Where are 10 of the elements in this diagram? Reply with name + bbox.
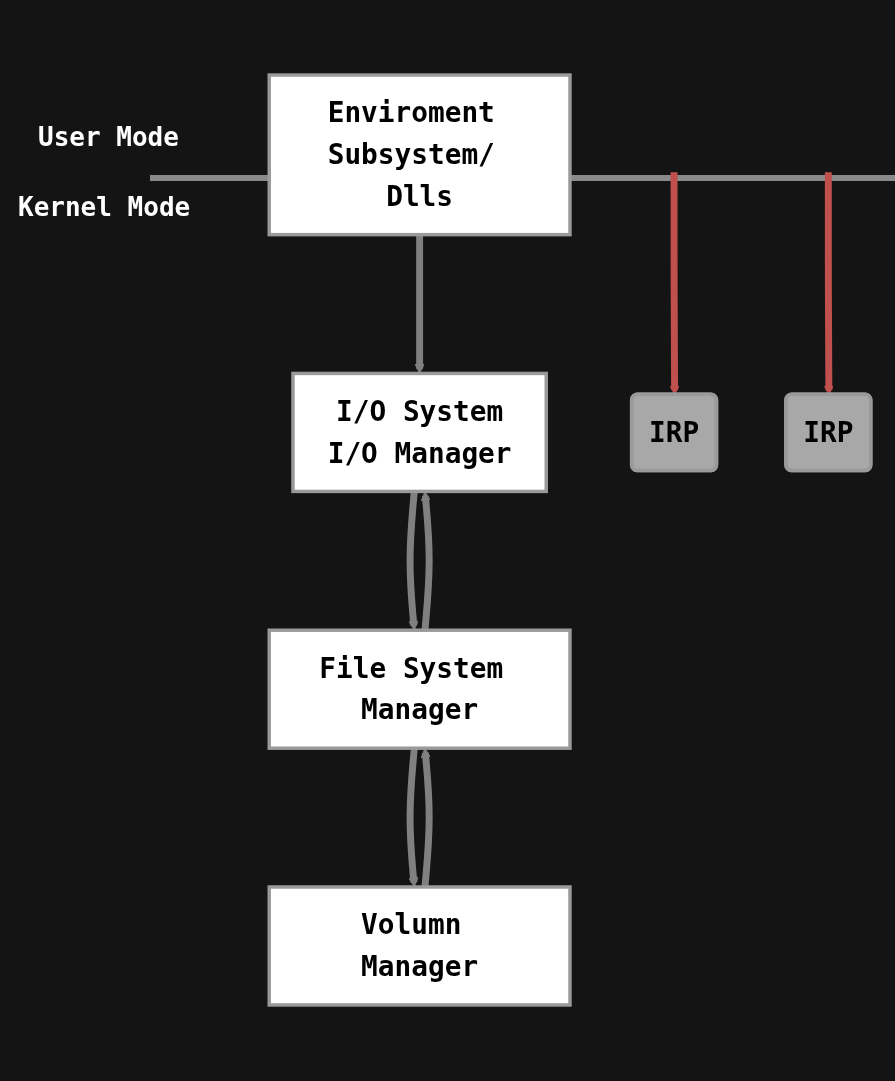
arrow	[406, 491, 419, 631]
node-box: Volumn Manager	[267, 885, 572, 1007]
mode-label: User Mode	[38, 122, 179, 152]
node-box: Enviroment Subsystem/ Dlls	[267, 73, 572, 237]
arrow	[420, 747, 433, 888]
mode-label: Kernel Mode	[18, 192, 191, 222]
node-box: I/O System I/O Manager	[291, 371, 548, 494]
arrow	[406, 747, 419, 888]
arrow	[414, 234, 425, 374]
node-box: File System Manager	[267, 628, 572, 750]
